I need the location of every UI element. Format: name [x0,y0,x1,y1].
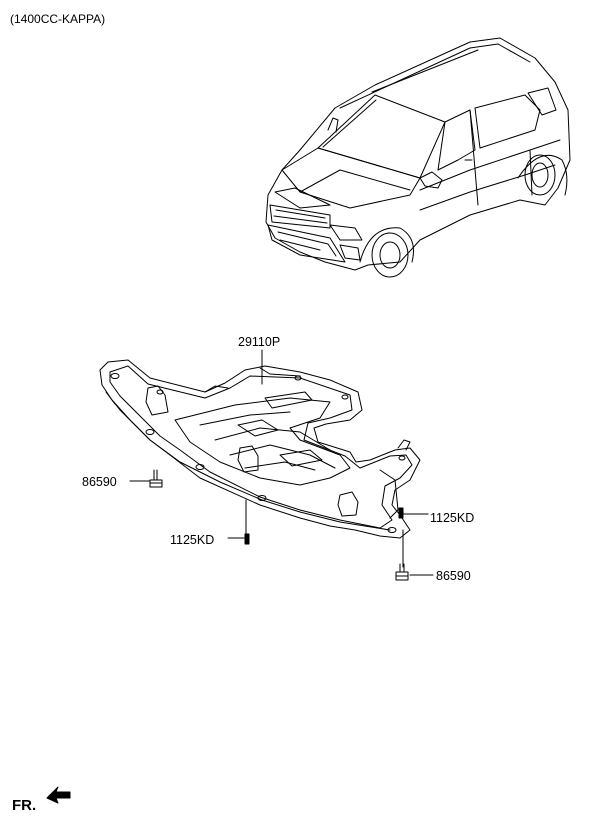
part-label-1125kd-right: 1125KD [430,511,475,525]
vehicle-illustration [265,37,571,278]
front-direction-label: FR. [12,797,37,814]
front-direction-arrow-icon [46,786,71,804]
bolt-86590-left [149,469,163,488]
screw-1125kd-right [398,507,404,519]
bolt-86590-right [395,563,409,581]
under-cover-panel [99,359,421,539]
leader-lines [129,349,434,576]
part-label-86590-left: 86590 [82,475,117,489]
part-label-29110p: 29110P [238,335,281,349]
part-label-86590-right: 86590 [436,569,471,583]
part-label-1125kd-left: 1125KD [170,533,215,547]
screw-1125kd-left [244,533,250,545]
engine-caption: (1400CC-KAPPA) [10,12,106,26]
